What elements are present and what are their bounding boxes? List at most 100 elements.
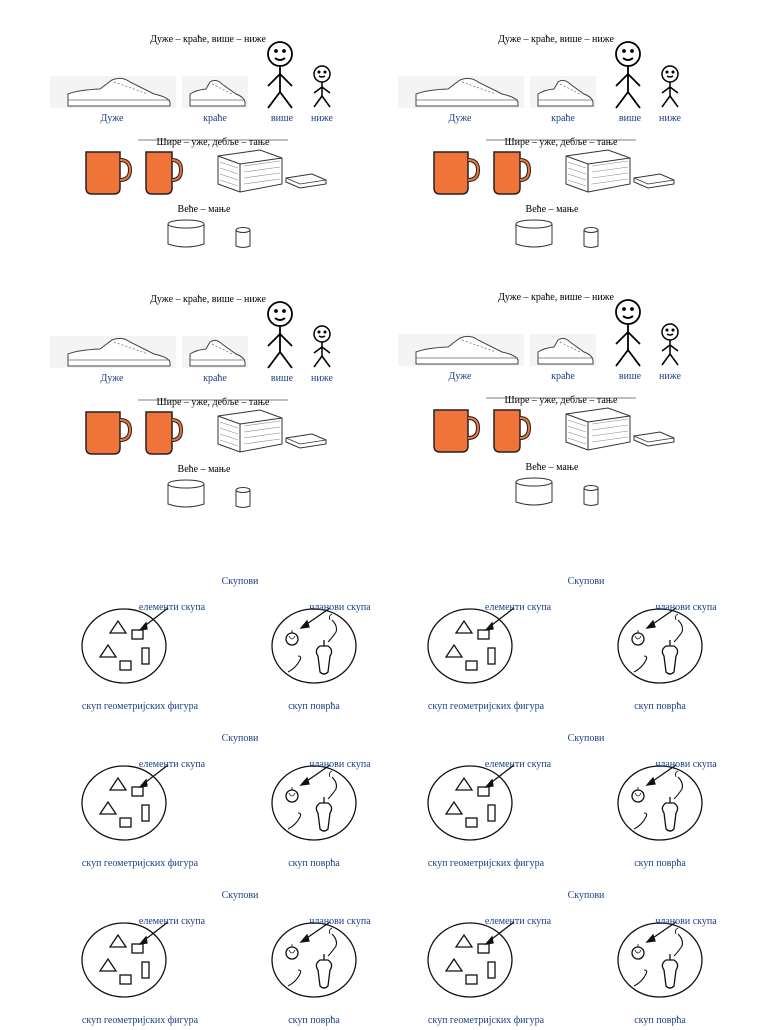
label-members: чланови скупа	[309, 759, 371, 770]
label-elements: елементи скупа	[138, 602, 206, 613]
narrow-mug-image	[145, 151, 184, 195]
sets-illustrations	[81, 764, 357, 841]
long-shoe-image	[50, 76, 176, 108]
label-vegetable-set: скуп поврћа	[634, 701, 686, 712]
long-shoe-image	[50, 336, 176, 368]
short-stick-figure	[313, 325, 331, 368]
length-height-heading: Дуже – краће, више – ниже	[150, 294, 266, 305]
geometric-set-oval	[81, 764, 169, 841]
width-thickness-heading: Шире – уже, дебље – тање	[156, 397, 270, 408]
small-cylinder-image	[583, 227, 599, 248]
comparison-card: Дуже – краће, више – ниже Дуже краће виш…	[50, 34, 390, 264]
wide-mug-image	[433, 409, 481, 453]
geometric-set-oval	[81, 921, 169, 998]
size-heading: Веће – мање	[525, 462, 579, 473]
wide-mug-image	[433, 151, 481, 195]
thick-book-image	[217, 149, 283, 193]
tall-stick-figure	[615, 41, 641, 109]
width-thickness-heading: Шире – уже, дебље – тање	[504, 137, 618, 148]
sets-illustrations	[427, 764, 703, 841]
length-height-heading: Дуже – краће, више – ниже	[498, 292, 614, 303]
label-lower: ниже	[311, 113, 333, 124]
size-heading: Веће – мање	[525, 204, 579, 215]
geometric-set-oval	[81, 607, 169, 684]
label-taller: више	[270, 113, 294, 124]
width-thickness-heading: Шире – уже, дебље – тање	[504, 395, 618, 406]
comparison-illustrations	[398, 41, 679, 248]
thin-book-image	[633, 173, 675, 189]
short-stick-figure	[313, 65, 331, 108]
sets-title: Скупови	[221, 890, 259, 901]
geometric-set-oval	[427, 764, 515, 841]
label-geometric-set: скуп геометријских фигура	[427, 858, 545, 869]
thin-book-image	[285, 433, 327, 449]
big-cylinder-image	[167, 219, 205, 248]
label-lower: ниже	[659, 113, 681, 124]
short-shoe-image	[182, 336, 248, 368]
label-longer: Дуже	[448, 371, 472, 382]
label-members: чланови скупа	[309, 602, 371, 613]
vegetable-set-oval	[617, 921, 703, 998]
short-shoe-image	[530, 334, 596, 366]
small-cylinder-image	[583, 485, 599, 506]
label-geometric-set: скуп геометријских фигура	[81, 858, 199, 869]
sets-title: Скупови	[221, 733, 259, 744]
sets-card: Скупови елементи скупа чланови скупа ску…	[70, 733, 420, 873]
label-longer: Дуже	[100, 113, 124, 124]
comparison-illustrations	[50, 301, 331, 508]
sets-illustrations	[81, 607, 357, 684]
wide-mug-image	[85, 151, 133, 195]
label-geometric-set: скуп геометријских фигура	[81, 1015, 199, 1026]
short-shoe-image	[530, 76, 596, 108]
sets-title: Скупови	[567, 733, 605, 744]
wide-mug-image	[85, 411, 133, 455]
comparison-card: Дуже – краће, више – ниже Дуже краће виш…	[50, 294, 390, 524]
thin-book-image	[633, 431, 675, 447]
tall-stick-figure	[267, 301, 293, 369]
big-cylinder-image	[515, 477, 553, 506]
short-shoe-image	[182, 76, 248, 108]
label-shorter: краће	[551, 371, 575, 382]
short-stick-figure	[661, 323, 679, 366]
label-shorter: краће	[203, 373, 227, 384]
narrow-mug-image	[145, 411, 184, 455]
label-members: чланови скупа	[655, 759, 717, 770]
geometric-set-oval	[427, 607, 515, 684]
long-shoe-image	[398, 76, 524, 108]
label-elements: елементи скупа	[484, 916, 552, 927]
label-geometric-set: скуп геометријских фигура	[427, 1015, 545, 1026]
small-cylinder-image	[235, 227, 251, 248]
geometric-set-oval	[427, 921, 515, 998]
narrow-mug-image	[493, 151, 532, 195]
small-cylinder-image	[235, 487, 251, 508]
label-members: чланови скупа	[655, 602, 717, 613]
label-vegetable-set: скуп поврћа	[634, 1015, 686, 1026]
tall-stick-figure	[267, 41, 293, 109]
comparison-illustrations	[398, 299, 679, 506]
label-taller: више	[618, 113, 642, 124]
sets-title: Скупови	[221, 576, 259, 587]
tall-stick-figure	[615, 299, 641, 367]
width-thickness-heading: Шире – уже, дебље – тање	[156, 137, 270, 148]
vegetable-set-oval	[271, 607, 357, 684]
sets-card: Скупови елементи скупа чланови скупа ску…	[416, 733, 766, 873]
comparison-card: Дуже – краће, више – ниже Дуже краће виш…	[398, 292, 738, 522]
sets-card: Скупови елементи скупа чланови скупа ску…	[70, 890, 420, 1030]
sets-card: Скупови елементи скупа чланови скупа ску…	[416, 576, 766, 716]
comparison-illustrations	[50, 41, 331, 248]
label-members: чланови скупа	[309, 916, 371, 927]
label-taller: више	[270, 373, 294, 384]
label-vegetable-set: скуп поврћа	[288, 858, 340, 869]
sets-illustrations	[81, 921, 357, 998]
sets-illustrations	[427, 607, 703, 684]
label-elements: елементи скупа	[138, 759, 206, 770]
label-taller: више	[618, 371, 642, 382]
label-vegetable-set: скуп поврћа	[288, 1015, 340, 1026]
label-longer: Дуже	[448, 113, 472, 124]
big-cylinder-image	[515, 219, 553, 248]
label-elements: елементи скупа	[484, 759, 552, 770]
size-heading: Веће – мање	[177, 204, 231, 215]
label-elements: елементи скупа	[484, 602, 552, 613]
sets-card: Скупови елементи скупа чланови скупа ску…	[416, 890, 766, 1030]
